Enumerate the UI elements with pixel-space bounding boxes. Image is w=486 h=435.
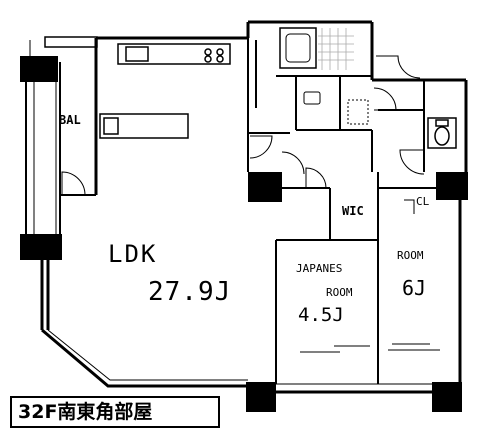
ldk-size-label: 27.9J (148, 277, 232, 307)
bathroom-tile-grid (318, 28, 354, 70)
room-size-label: 6J (402, 276, 427, 300)
japanese-room-label-line2: ROOM (326, 286, 353, 299)
wic-label: WIC (342, 204, 364, 218)
japanese-room-label-line1: JAPANES (296, 262, 343, 275)
floor-caption: 32F南東角部屋 (10, 396, 220, 428)
room-label: ROOM (397, 249, 424, 262)
kitchen-counter (99, 43, 231, 139)
structural-columns (20, 56, 468, 412)
toilet (427, 117, 457, 149)
outer-walls (40, 20, 468, 394)
closet-label: CL (416, 195, 430, 208)
bathroom (279, 27, 369, 125)
interior-walls (60, 38, 436, 384)
balcony-label: BAL (59, 113, 81, 127)
japanese-room-size-label: 4.5J (298, 304, 344, 326)
door-swings (61, 55, 440, 353)
ldk-label: LDK (108, 240, 158, 268)
